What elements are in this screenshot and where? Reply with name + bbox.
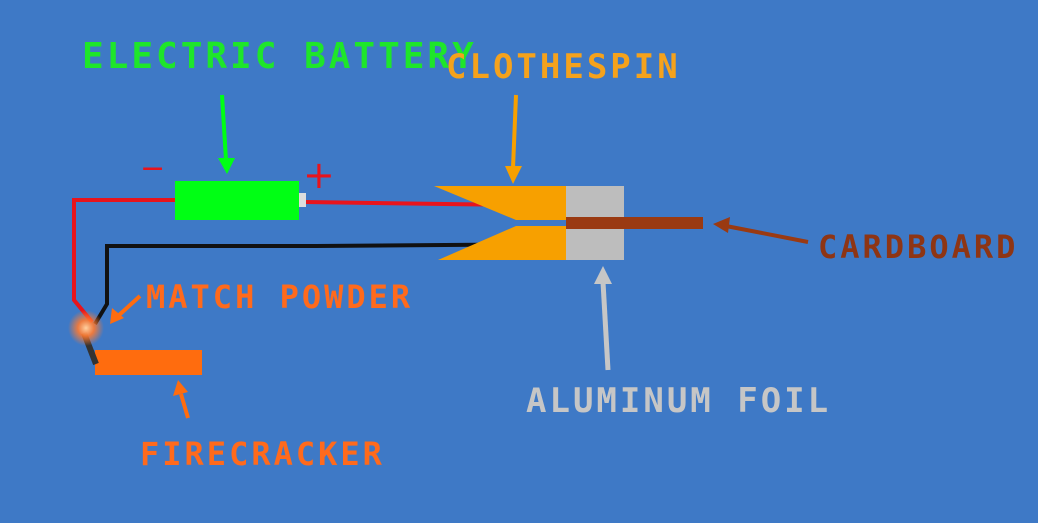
clothespin-arrow-icon (505, 94, 522, 184)
clothespin-lower-jaw (438, 226, 566, 260)
cardboard-arrow-icon (713, 217, 809, 244)
battery-body (175, 181, 299, 220)
black-wire (93, 242, 585, 326)
match-powder-arrow-icon (110, 294, 142, 324)
cardboard-strip (566, 217, 703, 229)
battery-arrow-icon (218, 94, 235, 174)
aluminum-foil-label: ALUMINUM FOIL (526, 381, 831, 421)
plus-sign: + (303, 153, 335, 197)
firecracker-label: FIRECRACKER (140, 435, 385, 473)
battery-label: ELECTRIC BATTERY (82, 36, 477, 77)
match-powder-spark (68, 310, 104, 346)
cardboard-label: CARDBOARD (818, 228, 1018, 266)
battery-terminal (299, 193, 306, 207)
clothespin-upper-jaw (434, 186, 566, 220)
foil-arrow-icon (594, 266, 612, 371)
clothespin-label: CLOTHESPIN (446, 47, 681, 87)
firecracker-arrow-icon (173, 380, 190, 419)
firecracker-body (95, 350, 202, 375)
match-powder-label: MATCH POWDER (146, 278, 413, 316)
minus-sign: − (140, 151, 165, 186)
